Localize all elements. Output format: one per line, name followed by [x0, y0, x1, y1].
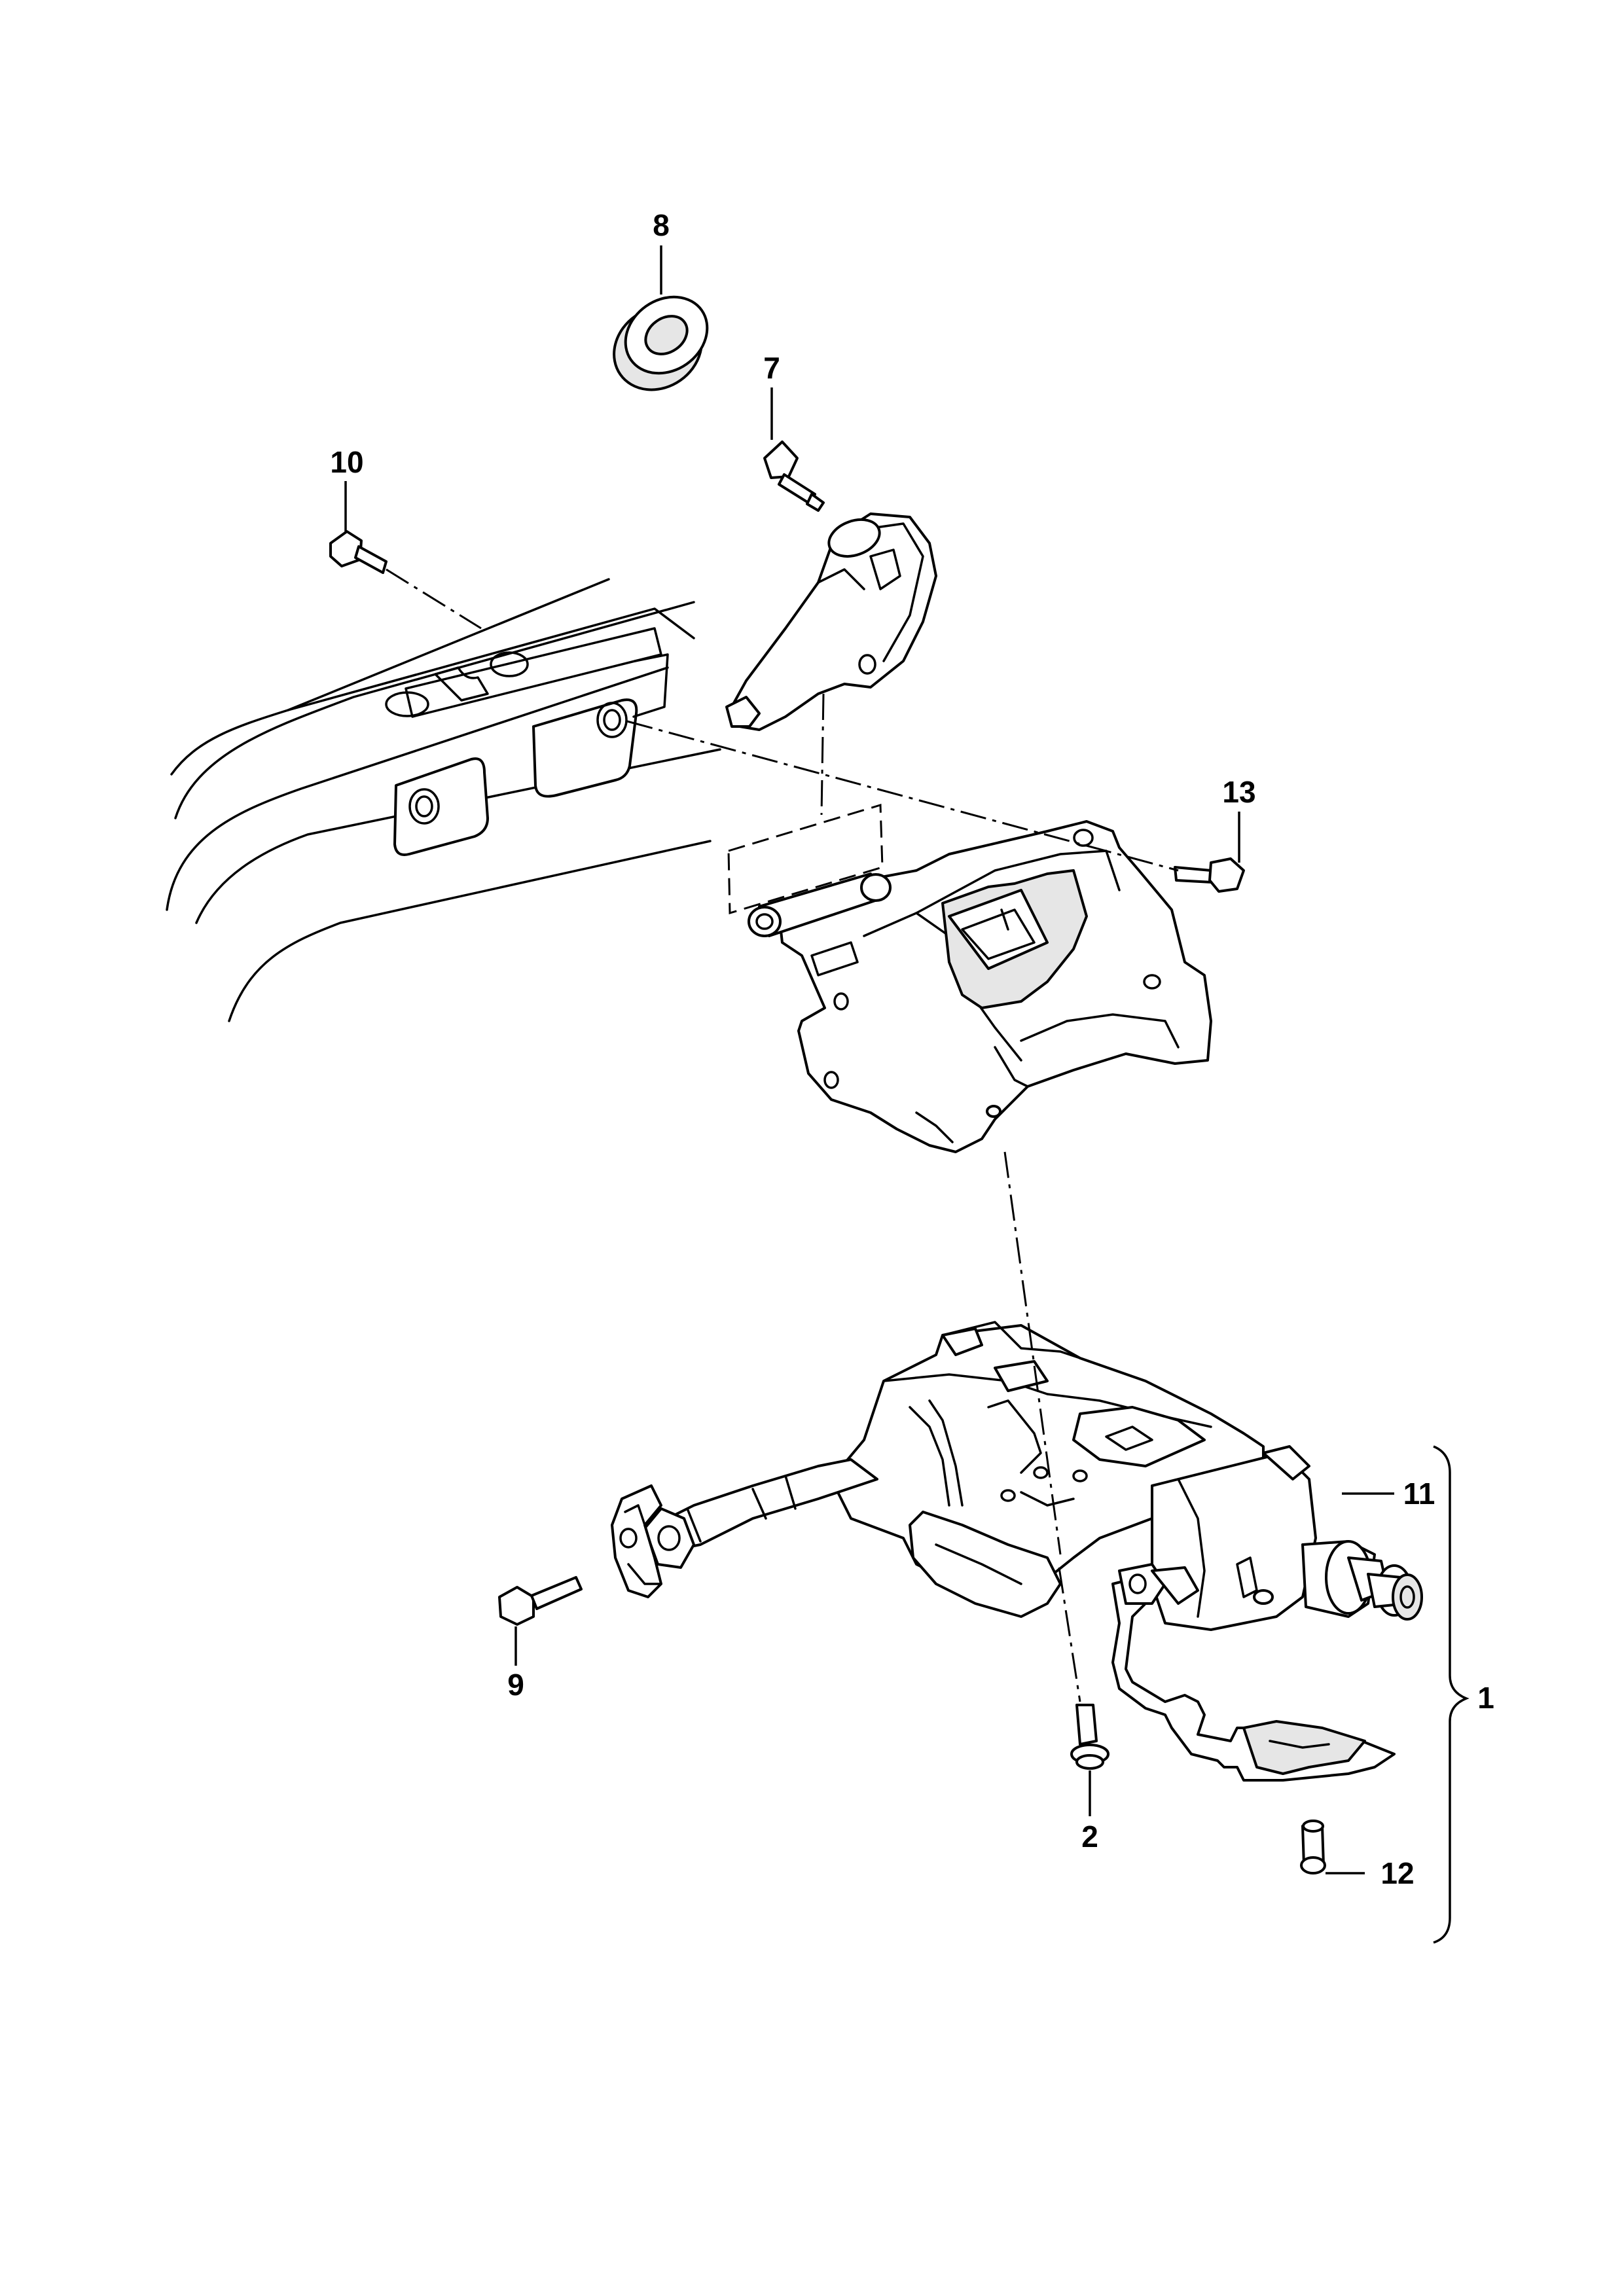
part-8-grommet: [613, 295, 709, 391]
leader-lines: [344, 245, 1470, 1944]
callout-9: 9: [507, 1668, 524, 1702]
callout-7: 7: [763, 351, 780, 385]
callouts: 8 7 10 13 11 1 9 2 12: [330, 208, 1494, 1890]
cross-member: [166, 578, 721, 1022]
part-7-bolt: [763, 440, 825, 512]
part-10-bolt: [329, 530, 388, 574]
callout-2: 2: [1081, 1820, 1098, 1854]
callout-10: 10: [330, 445, 363, 479]
callout-8: 8: [653, 208, 670, 242]
callout-1: 1: [1477, 1681, 1494, 1715]
callout-12: 12: [1380, 1856, 1414, 1890]
callout-13: 13: [1222, 775, 1255, 809]
part-12-bolt: [1300, 1820, 1326, 1874]
part-9-bolt: [498, 1576, 583, 1626]
upper-bracket: [725, 512, 937, 731]
part-13-bolt: [1174, 857, 1245, 893]
column-support-bracket: [727, 803, 1212, 1153]
alignment-lines: [386, 568, 1179, 1702]
part-2-screw: [1070, 1704, 1110, 1770]
callout-11: 11: [1403, 1477, 1435, 1511]
steering-column-assembly: [611, 1321, 1423, 1782]
